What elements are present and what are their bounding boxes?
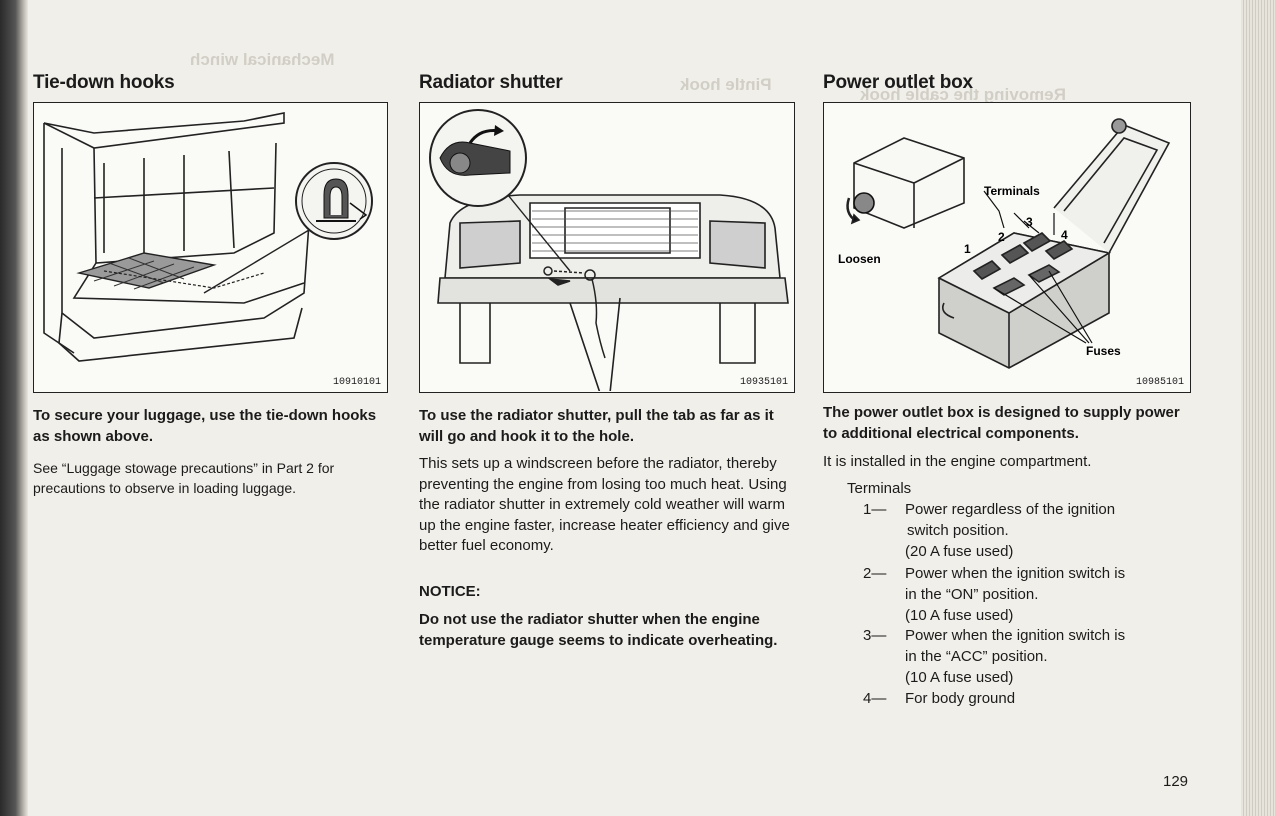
shutter-grille xyxy=(532,210,698,252)
section-heading: Tie-down hooks xyxy=(33,72,175,93)
terminal-desc-line: in the “ACC” position. xyxy=(905,647,1048,665)
terminal-number: 2— xyxy=(863,565,887,582)
radiator-body: This sets up a windscreen before the rad… xyxy=(419,455,790,554)
terminal-desc-line: (10 A fuse used) xyxy=(905,668,1014,686)
removed-cover xyxy=(846,137,965,229)
terminal-number: 4— xyxy=(863,690,887,707)
outlet-box-location: It is installed in the engine compartmen… xyxy=(823,453,1092,470)
notice-text: Do not use the radiator shutter when the… xyxy=(419,611,778,649)
loosen-label: Loosen xyxy=(838,252,881,266)
section-heading: Power outlet box xyxy=(823,72,973,93)
outlet-box-body xyxy=(937,118,1171,369)
figure-code: 10985101 xyxy=(1135,377,1184,388)
shutter-tab-detail-icon xyxy=(429,109,527,207)
power-outlet-figure: Terminals 2 3 4 1 Loosen Fuses 10985101 xyxy=(823,102,1191,393)
terminal-label: 2 xyxy=(998,230,1005,244)
page-edge xyxy=(1241,0,1275,816)
radiator-instruction: To use the radiator shutter, pull the ta… xyxy=(419,407,774,445)
page-number: 129 xyxy=(1163,773,1189,790)
terminal-desc-line: Power regardless of the ignition xyxy=(905,501,1116,518)
book-binding xyxy=(0,0,28,816)
terminal-desc-line: Power when the ignition switch is xyxy=(905,627,1126,644)
figure-code: 10935101 xyxy=(739,377,788,388)
terminals-heading: Terminals xyxy=(847,480,912,497)
cargo-net xyxy=(76,252,265,290)
tie-down-instruction: To secure your luggage, use the tie-down… xyxy=(33,407,377,445)
terminals-label: Terminals xyxy=(984,184,1040,198)
terminal-desc-line: Power when the ignition switch is xyxy=(905,565,1126,582)
radiator-shutter-figure: 10935101 xyxy=(419,102,795,393)
terminal-desc-line: switch position. xyxy=(907,521,1009,539)
terminal-desc-line: For body ground xyxy=(905,690,1016,707)
outlet-box-intro: The power outlet box is designed to supp… xyxy=(823,404,1180,442)
terminal-number: 3— xyxy=(863,627,887,644)
terminal-desc-line: (10 A fuse used) xyxy=(905,606,1014,624)
tie-down-reference: See “Luggage stowage precautions” in Par… xyxy=(33,460,335,496)
hook-chain xyxy=(543,266,606,359)
fuses-label: Fuses xyxy=(1086,344,1121,358)
terminal-label: 1 xyxy=(964,242,971,256)
terminal-desc-line: (20 A fuse used) xyxy=(905,542,1014,560)
bleed-through: Mechanical winch xyxy=(190,50,335,69)
terminal-desc-line: in the “ON” position. xyxy=(905,585,1039,603)
section-heading: Radiator shutter xyxy=(419,72,563,93)
notice-label: NOTICE: xyxy=(419,583,481,600)
figure-code: 10910101 xyxy=(332,377,381,388)
terminal-number: 1— xyxy=(863,501,887,518)
hook-detail-icon xyxy=(295,162,373,240)
terminal-label: 4 xyxy=(1061,228,1068,242)
tie-down-figure: 10910101 xyxy=(33,102,388,393)
bleed-through: Pintle hook xyxy=(680,75,772,94)
outlet-box-illustration: Terminals 2 3 4 1 Loosen Fuses xyxy=(838,118,1171,369)
terminal-label: 3 xyxy=(1026,215,1033,229)
cargo-area-illustration xyxy=(43,112,373,362)
radiator-illustration xyxy=(429,109,789,391)
